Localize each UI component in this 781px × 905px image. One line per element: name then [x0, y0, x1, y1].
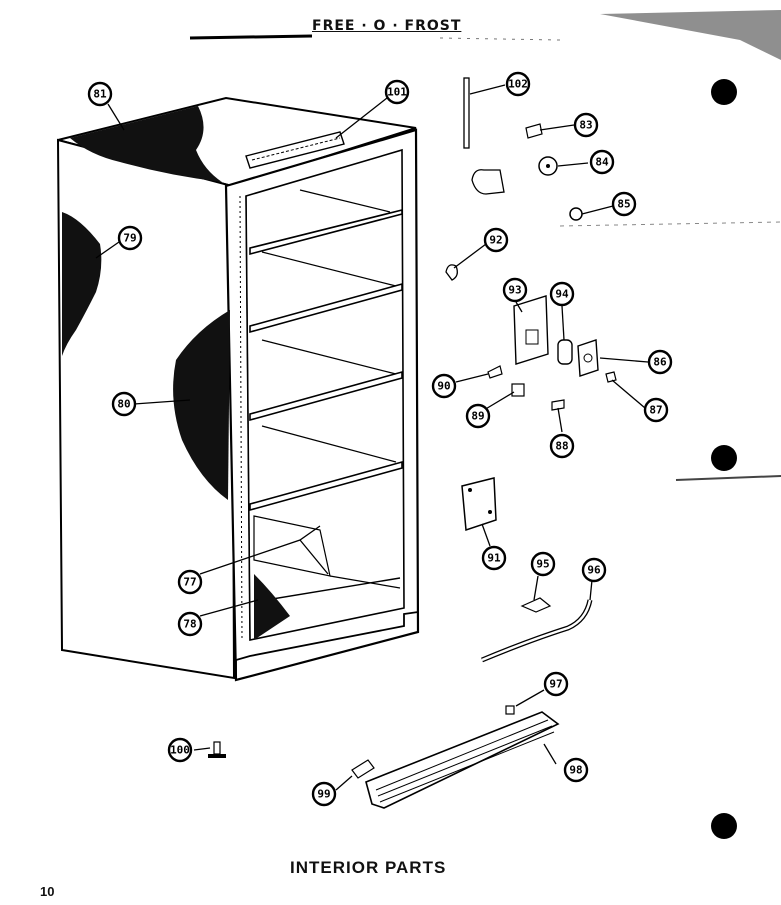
- shelves: [249, 189, 403, 603]
- freezer-cabinet: [56, 96, 420, 682]
- callout-92: 92: [483, 227, 509, 253]
- diagram-caption: INTERIOR PARTS: [290, 858, 447, 877]
- svg-text:77: 77: [183, 576, 196, 589]
- svg-text:84: 84: [595, 156, 609, 169]
- svg-text:87: 87: [649, 404, 662, 417]
- page-number: 10: [40, 884, 55, 899]
- scan-artifacts: [189, 10, 781, 839]
- callout-78: 78: [177, 611, 203, 637]
- callout-79: 79: [117, 225, 143, 251]
- svg-text:99: 99: [317, 788, 330, 801]
- svg-text:95: 95: [536, 558, 549, 571]
- svg-text:80: 80: [117, 398, 130, 411]
- callout-87: 87: [643, 397, 669, 423]
- callout-80: 80: [111, 391, 137, 417]
- callout-99: 99: [311, 781, 337, 807]
- svg-text:102: 102: [508, 78, 528, 91]
- svg-text:96: 96: [587, 564, 601, 577]
- svg-text:88: 88: [555, 440, 568, 453]
- callout-77: 77: [177, 569, 203, 595]
- svg-text:98: 98: [569, 764, 582, 777]
- callout-100: 100: [167, 737, 193, 763]
- registration-dot: [711, 79, 737, 105]
- svg-text:90: 90: [437, 380, 450, 393]
- callout-93: 93: [502, 277, 528, 303]
- callout-83: 83: [573, 112, 599, 138]
- svg-text:100: 100: [170, 744, 190, 757]
- svg-text:93: 93: [508, 284, 521, 297]
- svg-text:101: 101: [387, 86, 407, 99]
- svg-text:97: 97: [549, 678, 562, 691]
- svg-text:92: 92: [489, 234, 502, 247]
- leader-lines: [95, 84, 649, 791]
- svg-text:81: 81: [93, 88, 107, 101]
- svg-text:83: 83: [579, 119, 592, 132]
- callout-95: 95: [530, 551, 556, 577]
- callout-90: 90: [431, 373, 457, 399]
- small-parts: [208, 77, 617, 809]
- callout-97: 97: [543, 671, 569, 697]
- insulation: [62, 106, 290, 640]
- callout-94: 94: [549, 281, 575, 307]
- callout-101: 101: [384, 79, 410, 105]
- callout-96: 96: [581, 557, 607, 583]
- callout-81: 81: [87, 81, 113, 107]
- svg-text:79: 79: [123, 232, 136, 245]
- part-102-rod: [463, 77, 470, 149]
- svg-text:89: 89: [471, 410, 484, 423]
- registration-dot: [711, 813, 737, 839]
- svg-text:91: 91: [487, 552, 501, 565]
- callout-88: 88: [549, 433, 575, 459]
- svg-text:94: 94: [555, 288, 569, 301]
- svg-text:78: 78: [183, 618, 196, 631]
- callout-98: 98: [563, 757, 589, 783]
- svg-text:85: 85: [617, 198, 630, 211]
- registration-dot: [711, 445, 737, 471]
- callout-86: 86: [647, 349, 673, 375]
- svg-text:86: 86: [653, 356, 667, 369]
- diagram-header: FREE · O · FROST: [312, 18, 462, 34]
- callout-84: 84: [589, 149, 615, 175]
- callout-89: 89: [465, 403, 491, 429]
- callout-85-nut: 85: [611, 191, 637, 217]
- callout-91: 91: [481, 545, 507, 571]
- callout-102: 102: [505, 71, 531, 97]
